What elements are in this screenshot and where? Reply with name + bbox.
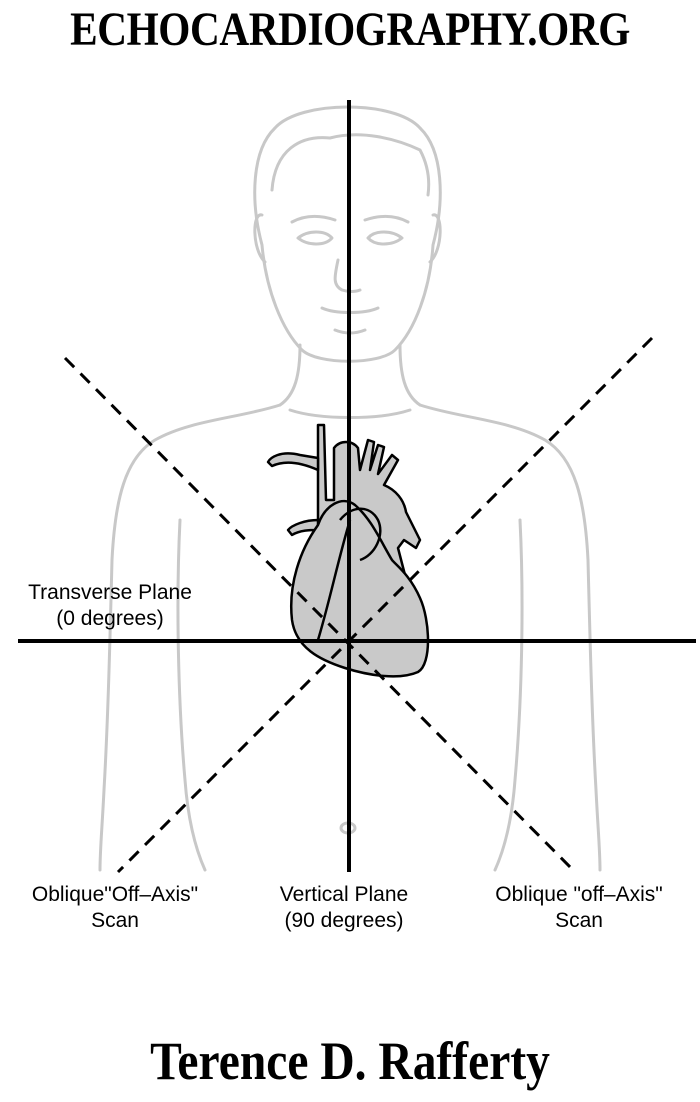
left-arm-inner	[176, 518, 207, 872]
scan-planes	[18, 100, 696, 874]
left-brow	[290, 215, 337, 224]
oblique-line-right-to-left-down	[116, 336, 654, 874]
left-ear	[253, 213, 267, 264]
vertical-plane-label-line2: (90 degrees)	[284, 909, 404, 932]
nose	[333, 258, 362, 293]
site-title: ECHOCARDIOGRAPHY.ORG	[70, 3, 630, 56]
neck-right	[398, 343, 422, 407]
hair-outline	[270, 133, 431, 197]
pulmonary-vessel-left	[266, 452, 320, 472]
heart-septum	[316, 519, 352, 641]
vertical-plane-label-line1: Vertical Plane	[279, 883, 409, 906]
transverse-plane-label-line1: Transverse Plane	[28, 581, 192, 604]
right-shoulder	[418, 403, 602, 872]
oblique-left-label-line1: Oblique"Off–Axis"	[31, 883, 199, 906]
neck-left	[278, 343, 302, 407]
transverse-plane-label-line2: (0 degrees)	[56, 607, 164, 630]
right-arm-inner	[493, 518, 524, 872]
oblique-line-left-to-right-down	[63, 356, 577, 874]
head-outline	[253, 105, 442, 363]
heart-atrium	[339, 507, 382, 562]
heart-body	[290, 499, 430, 678]
right-ear	[428, 213, 442, 264]
vertical-plane-label: Vertical Plane (90 degrees)	[244, 882, 444, 934]
heart-illustration	[266, 423, 430, 678]
right-eye	[366, 230, 404, 246]
pulmonary-vessel-small	[286, 518, 320, 537]
right-brow	[363, 215, 410, 224]
transverse-plane-label: Transverse Plane (0 degrees)	[0, 580, 220, 632]
oblique-left-label-line2: Scan	[91, 909, 139, 932]
oblique-right-label-line1: Oblique "off–Axis"	[495, 883, 663, 906]
author-name: Terence D. Rafferty	[150, 1031, 550, 1091]
oblique-right-label: Oblique "off–Axis" Scan	[464, 882, 694, 934]
oblique-left-label: Oblique"Off–Axis" Scan	[0, 882, 230, 934]
oblique-right-label-line2: Scan	[555, 909, 603, 932]
left-shoulder	[98, 403, 282, 872]
left-eye	[296, 230, 334, 246]
